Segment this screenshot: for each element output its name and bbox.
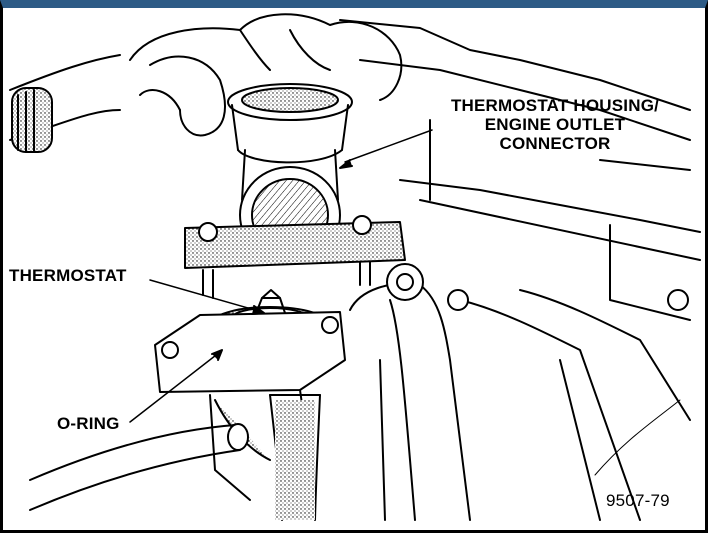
thermostat-leader [149, 279, 263, 313]
oring-label: O-RING [57, 414, 120, 433]
intake-runner [349, 282, 471, 521]
housing-label-line2: ENGINE OUTLET [484, 115, 626, 134]
lower-flange [154, 311, 346, 393]
housing-flange [184, 221, 406, 269]
figure-number: 9507-79 [606, 491, 670, 510]
housing-label-line1: THERMOSTAT HOUSING/ [450, 96, 660, 115]
housing-leader [344, 129, 433, 163]
housing-label: THERMOSTAT HOUSING/ ENGINE OUTLET CONNEC… [429, 96, 681, 153]
thermostat-label: THERMOSTAT [9, 266, 127, 285]
oring-leader [129, 351, 221, 423]
housing-label-line3: CONNECTOR [499, 134, 611, 153]
hand [129, 13, 403, 101]
upper-hose [9, 54, 121, 91]
engine-block-top [339, 19, 691, 111]
bypass-hose [29, 424, 236, 481]
